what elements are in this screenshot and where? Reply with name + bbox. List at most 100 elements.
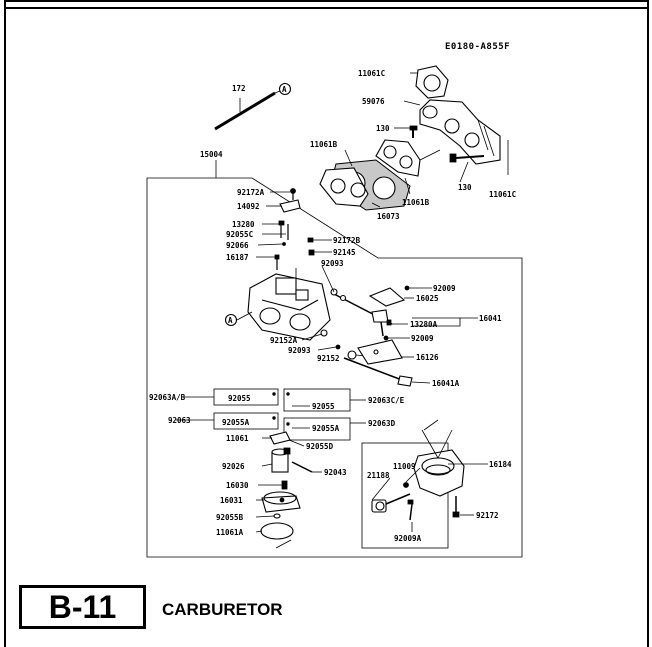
callout-a-body bbox=[224, 313, 238, 327]
label-130-b: 130 bbox=[458, 183, 472, 192]
bowl-16184 bbox=[413, 419, 465, 497]
label-92172: 92172 bbox=[476, 511, 499, 520]
label-11061C-right: 11061C bbox=[489, 190, 516, 199]
section-id-box: B-11 bbox=[19, 585, 146, 629]
screw-16187 bbox=[274, 254, 280, 270]
gasket-11061 bbox=[269, 431, 291, 445]
part-92066 bbox=[282, 242, 286, 246]
label-16030: 16030 bbox=[226, 481, 249, 490]
plate-16025 bbox=[368, 287, 406, 307]
assembly-boundary bbox=[146, 177, 523, 558]
washer-92055B bbox=[273, 513, 281, 519]
label-92026: 92026 bbox=[222, 462, 245, 471]
lever-16041 bbox=[371, 309, 389, 337]
page-frame bbox=[4, 0, 649, 647]
choke-shaft-16041A bbox=[343, 357, 431, 387]
top-divider bbox=[4, 7, 649, 9]
screw-92172 bbox=[452, 496, 460, 518]
bolt-130-b bbox=[449, 153, 485, 163]
washer-92009-a bbox=[404, 285, 432, 291]
bolt-130-a bbox=[409, 125, 418, 138]
label-11061C-top: 11061C bbox=[358, 69, 385, 78]
label-92055A-a: 92055A bbox=[222, 418, 250, 427]
gasket-11061C-top bbox=[415, 65, 449, 99]
label-172: 172 bbox=[232, 84, 246, 93]
label-16025: 16025 bbox=[416, 294, 439, 303]
ring-92093-b bbox=[335, 344, 341, 350]
label-92063: 92063 bbox=[168, 416, 191, 425]
label-14092: 14092 bbox=[237, 202, 260, 211]
label-92055B: 92055B bbox=[216, 513, 244, 522]
label-16187: 16187 bbox=[226, 253, 249, 262]
label-11061B-a: 11061B bbox=[310, 140, 338, 149]
screw-92009A bbox=[407, 499, 414, 521]
label-92055D: 92055D bbox=[306, 442, 334, 451]
solenoid-21188 bbox=[371, 493, 411, 513]
screw-13280 bbox=[278, 220, 285, 238]
screw-92172B bbox=[307, 237, 332, 243]
label-13280A: 13280A bbox=[410, 320, 438, 329]
gasket-11061B-a bbox=[375, 139, 421, 177]
label-59076: 59076 bbox=[362, 97, 385, 106]
label-92063CE: 92063C/E bbox=[368, 396, 405, 405]
label-92055A-b: 92055A bbox=[312, 424, 340, 433]
spring-92043 bbox=[291, 461, 313, 473]
label-16184: 16184 bbox=[489, 460, 512, 469]
part-11009 bbox=[403, 482, 409, 488]
label-11009: 11009 bbox=[393, 462, 416, 471]
label-92009-a: 92009 bbox=[433, 284, 456, 293]
shaft-172: A bbox=[214, 82, 292, 131]
label-16041A: 16041A bbox=[432, 379, 460, 388]
oring-11061A bbox=[260, 522, 294, 540]
carburetor-body bbox=[247, 268, 331, 341]
leader-lines bbox=[255, 72, 469, 533]
label-16041: 16041 bbox=[479, 314, 502, 323]
diagram-code: E0180-A855F bbox=[445, 42, 510, 52]
label-92043: 92043 bbox=[324, 468, 347, 477]
table-92055A-a bbox=[213, 412, 279, 430]
label-92066: 92066 bbox=[226, 241, 249, 250]
part-92152 bbox=[347, 350, 357, 360]
label-92063AB: 92063A/B bbox=[149, 393, 186, 402]
label-13280: 13280 bbox=[232, 220, 255, 229]
label-92063D: 92063D bbox=[368, 419, 396, 428]
intake-manifold-59076 bbox=[419, 99, 501, 165]
solenoid-92026 bbox=[271, 447, 291, 473]
label-15004: 15004 bbox=[200, 150, 223, 159]
label-16031: 16031 bbox=[220, 496, 243, 505]
bowl-subassembly-box bbox=[361, 442, 449, 549]
label-21188: 21188 bbox=[367, 471, 390, 480]
label-11061A: 11061A bbox=[216, 528, 244, 537]
label-92055C: 92055C bbox=[226, 230, 253, 239]
label-16073: 16073 bbox=[377, 212, 400, 221]
label-11061B-b: 11061B bbox=[402, 198, 430, 207]
label-92009-b: 92009 bbox=[411, 334, 434, 343]
label-16126: 16126 bbox=[416, 353, 439, 362]
table-92055A-b bbox=[283, 417, 351, 441]
label-130-a: 130 bbox=[376, 124, 390, 133]
screw-13280A bbox=[386, 319, 408, 326]
plug-92145 bbox=[308, 249, 315, 256]
label-92093-b: 92093 bbox=[288, 346, 311, 355]
part-92152A bbox=[320, 329, 328, 337]
label-92055-b: 92055 bbox=[312, 402, 335, 411]
label-92093-a: 92093 bbox=[321, 259, 344, 268]
callout-a-body-label: A bbox=[228, 316, 233, 325]
label-92145: 92145 bbox=[333, 248, 356, 257]
section-title: CARBURETOR bbox=[162, 600, 283, 619]
lever-14092 bbox=[279, 199, 301, 213]
screw-92172A bbox=[290, 188, 296, 200]
choke-plate-16126 bbox=[357, 339, 403, 365]
label-92055-a: 92055 bbox=[228, 394, 251, 403]
section-id: B-11 bbox=[48, 588, 117, 625]
label-92152: 92152 bbox=[317, 354, 340, 363]
label-92009A: 92009A bbox=[394, 534, 422, 543]
label-92152A: 92152A bbox=[270, 336, 298, 345]
svg-text:A: A bbox=[282, 85, 287, 94]
washer-92009-b bbox=[383, 335, 410, 341]
leader-manifold bbox=[419, 149, 441, 161]
gasket-11061B-b bbox=[319, 167, 369, 207]
float-16031 bbox=[261, 491, 301, 513]
label-92172B: 92172B bbox=[333, 236, 361, 245]
